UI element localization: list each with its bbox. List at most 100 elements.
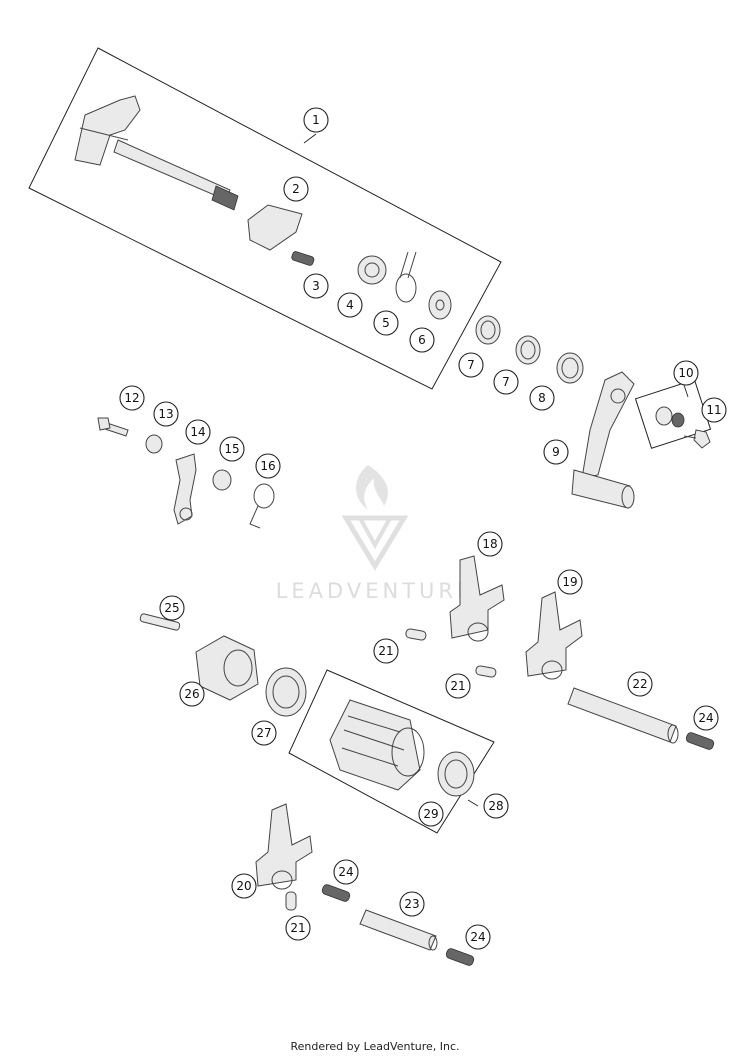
svg-text:15: 15 <box>224 442 239 456</box>
callout-13: 13 <box>153 401 179 427</box>
callout-21b: 21 <box>445 673 471 699</box>
callout-1: 1 <box>303 107 329 133</box>
callout-24a: 24 <box>693 705 719 731</box>
callout-25: 25 <box>159 595 185 621</box>
svg-text:18: 18 <box>482 537 497 551</box>
pin-21b <box>475 665 497 678</box>
shift-lever-9 <box>571 371 635 509</box>
svg-text:28: 28 <box>488 799 503 813</box>
callout-12: 12 <box>119 385 145 411</box>
svg-text:1: 1 <box>312 113 320 127</box>
callout-7a: 7 <box>458 352 484 378</box>
bearing-29 <box>437 751 475 797</box>
callout-6: 6 <box>409 327 435 353</box>
shift-drum-28 <box>329 699 425 791</box>
pin-21a <box>405 628 427 641</box>
svg-text:10: 10 <box>678 366 693 380</box>
svg-text:22: 22 <box>632 677 647 691</box>
shift-locking-plate <box>247 204 303 251</box>
svg-text:26: 26 <box>184 687 199 701</box>
washer-nut-10 <box>655 406 685 428</box>
screw-11 <box>683 429 711 449</box>
svg-text:7: 7 <box>502 375 510 389</box>
washer-6 <box>428 290 452 320</box>
svg-text:2: 2 <box>292 182 300 196</box>
shift-fork-18 <box>449 555 505 642</box>
svg-text:21: 21 <box>378 644 393 658</box>
svg-text:25: 25 <box>164 601 179 615</box>
watermark-text: LEADVENTURE <box>276 579 475 603</box>
callout-18: 18 <box>477 531 503 557</box>
pin-21c <box>285 891 297 911</box>
spring-3 <box>291 251 315 266</box>
svg-text:24: 24 <box>698 711 713 725</box>
svg-text:5: 5 <box>382 316 390 330</box>
callout-8: 8 <box>529 385 555 411</box>
callout-4: 4 <box>337 292 363 318</box>
callout-24b: 24 <box>333 859 359 885</box>
screw-12 <box>97 417 129 437</box>
spring-24b <box>321 884 351 902</box>
callout-10: 10 <box>673 360 699 386</box>
callout-9: 9 <box>543 439 569 465</box>
callout-22: 22 <box>627 671 653 697</box>
svg-text:3: 3 <box>312 279 320 293</box>
sleeve-15 <box>212 469 232 491</box>
callout-19: 19 <box>557 569 583 595</box>
callout-24c: 24 <box>465 924 491 950</box>
footer-credit: Rendered by LeadVenture, Inc. <box>290 1040 460 1053</box>
callout-21a: 21 <box>373 638 399 664</box>
svg-text:16: 16 <box>260 459 275 473</box>
shift-fork-19 <box>525 591 583 680</box>
shift-shaft <box>74 95 239 211</box>
callout-26: 26 <box>179 681 205 707</box>
callout-3: 3 <box>303 273 329 299</box>
sleeve-4 <box>357 255 387 285</box>
svg-text:27: 27 <box>256 726 271 740</box>
callout-7b: 7 <box>493 369 519 395</box>
locking-lever-14 <box>173 453 197 525</box>
svg-text:6: 6 <box>418 333 426 347</box>
washer-13 <box>145 434 163 454</box>
svg-text:24: 24 <box>338 865 353 879</box>
assembly-frame-28 <box>288 669 495 834</box>
callout-20: 20 <box>231 873 257 899</box>
callout-5: 5 <box>373 310 399 336</box>
spring-24c <box>445 948 475 966</box>
shift-rail-23 <box>359 909 438 951</box>
callout-15: 15 <box>219 436 245 462</box>
svg-text:14: 14 <box>190 425 205 439</box>
leadventure-watermark: LEADVENTURE <box>276 465 475 603</box>
spring-16 <box>249 483 275 529</box>
torsion-spring-5 <box>395 251 417 303</box>
assembly-frame-1 <box>28 47 502 390</box>
callout-14: 14 <box>185 419 211 445</box>
svg-text:12: 12 <box>124 391 139 405</box>
svg-text:11: 11 <box>706 403 721 417</box>
svg-text:4: 4 <box>346 298 354 312</box>
bushing-7a <box>475 315 501 345</box>
svg-text:13: 13 <box>158 407 173 421</box>
callout-27: 27 <box>251 720 277 746</box>
leader-lines <box>303 133 689 807</box>
svg-text:9: 9 <box>552 445 560 459</box>
svg-text:23: 23 <box>404 897 419 911</box>
callout-23: 23 <box>399 891 425 917</box>
svg-text:8: 8 <box>538 391 546 405</box>
shift-rail-22 <box>567 687 679 744</box>
shift-drum-locating-26 <box>195 635 259 701</box>
bearing-27 <box>265 667 307 717</box>
callout-21c: 21 <box>285 915 311 941</box>
svg-text:19: 19 <box>562 575 577 589</box>
svg-text:21: 21 <box>450 679 465 693</box>
bushing-7b <box>515 335 541 365</box>
callout-16: 16 <box>255 453 281 479</box>
callout-28: 28 <box>483 793 509 819</box>
svg-text:7: 7 <box>467 358 475 372</box>
svg-text:20: 20 <box>236 879 251 893</box>
shift-fork-20 <box>255 803 313 890</box>
svg-text:29: 29 <box>423 807 438 821</box>
seal-ring-8 <box>556 352 584 384</box>
callout-11: 11 <box>701 397 727 423</box>
